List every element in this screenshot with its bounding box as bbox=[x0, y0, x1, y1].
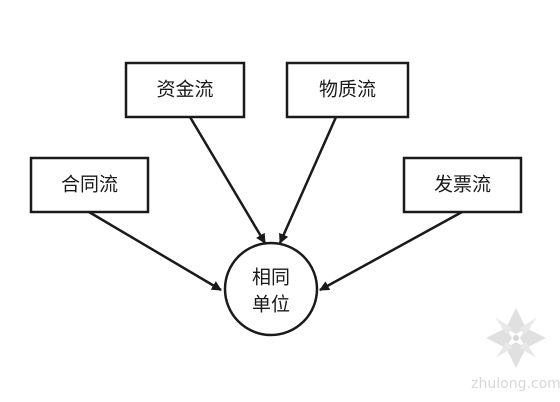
box-invoice-label: 发票流 bbox=[434, 174, 491, 196]
arrow-contract-to-center bbox=[88, 210, 222, 292]
arrow-goods-to-center bbox=[278, 116, 338, 244]
watermark-flower-icon bbox=[486, 308, 546, 368]
box-contract-flow: 合同流 bbox=[29, 156, 150, 214]
watermark-text: zhulong.com bbox=[471, 376, 560, 392]
box-funds-flow: 资金流 bbox=[124, 61, 246, 119]
center-label-line2: 单位 bbox=[252, 294, 290, 316]
box-goods-label: 物质流 bbox=[319, 79, 376, 101]
box-goods-flow: 物质流 bbox=[285, 61, 410, 119]
center-circle: 相同 单位 bbox=[223, 241, 319, 337]
arrow-invoice-to-center bbox=[319, 210, 463, 292]
box-contract-label: 合同流 bbox=[61, 174, 118, 196]
watermark-logo: zhulong.com bbox=[471, 308, 560, 392]
arrow-funds-to-center bbox=[188, 116, 267, 244]
box-invoice-flow: 发票流 bbox=[402, 156, 523, 214]
box-funds-label: 资金流 bbox=[156, 79, 213, 101]
center-label-line1: 相同 bbox=[252, 267, 290, 289]
